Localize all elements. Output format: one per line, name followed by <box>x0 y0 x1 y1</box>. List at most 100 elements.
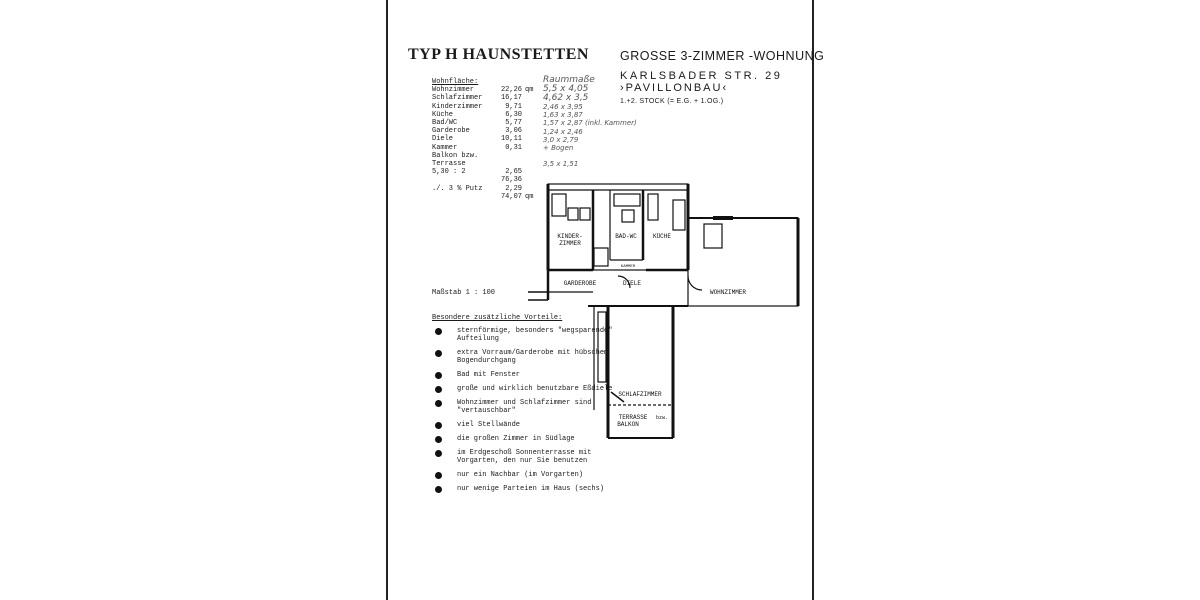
area-row-unit <box>522 119 539 127</box>
advantage-item: große und wirklich benutzbare Eßdiele <box>432 385 632 393</box>
room-label-bad: BAD-WC <box>615 233 637 240</box>
area-row: 5,30 : 2 2,65 <box>432 168 539 176</box>
advantages-section: Besondere zusätzliche Vorteile: sternför… <box>432 314 632 499</box>
advantage-text: viel Stellwände <box>457 421 521 429</box>
bullet-icon <box>435 328 442 335</box>
area-row-unit <box>522 152 539 160</box>
address-street: KARLSBADER STR. 29 <box>620 70 783 82</box>
advantage-text: extra Vorraum/Garderobe mit hübschem Bog… <box>457 349 609 365</box>
advantages-heading: Besondere zusätzliche Vorteile: <box>432 314 563 322</box>
area-row-name: Kammer <box>432 143 458 152</box>
advantage-item: nur ein Nachbar (im Vorgarten) <box>432 471 632 479</box>
area-row: Terrasse <box>432 160 539 168</box>
document-title: TYP H HAUNSTETTEN <box>408 46 589 63</box>
area-row-unit <box>522 168 539 176</box>
area-row: Schlafzimmer 16,17 <box>432 94 539 102</box>
advantage-item: Wohnzimmer und Schlafzimmer sind "vertau… <box>432 399 632 415</box>
area-row-unit <box>522 160 539 168</box>
area-row-name: Diele <box>432 135 454 144</box>
advantage-text: nur ein Nachbar (im Vorgarten) <box>457 471 584 479</box>
room-label-schlafzimmer: SCHLAFZIMMER <box>618 391 662 398</box>
advantage-text: die großen Zimmer in Südlage <box>457 435 575 443</box>
area-row: Kinderzimmer 9,71 <box>432 103 539 111</box>
area-row-value: 9,71 <box>505 102 522 111</box>
handwritten-line: 4,62 x 3,5 <box>543 93 589 103</box>
area-row-name: Küche <box>432 110 454 119</box>
advantage-text: Bad mit Fenster <box>457 371 521 379</box>
handwritten-heading: Raummaße <box>543 75 595 85</box>
advantage-text: im Erdgeschoß Sonnenterrasse mit Vorgart… <box>457 449 592 465</box>
area-row-name: Wohnzimmer <box>432 86 475 95</box>
address-block: KARLSBADER STR. 29 ›PAVILLONBAU‹ 1.+2. S… <box>620 70 782 108</box>
bullet-icon <box>435 436 442 443</box>
handwritten-line: 1,63 x 3,87 <box>543 111 583 120</box>
area-row-value: 3,06 <box>505 127 522 136</box>
room-label-kammer: KAMMER <box>621 265 636 269</box>
advantage-item: extra Vorraum/Garderobe mit hübschem Bog… <box>432 349 632 365</box>
area-row-unit <box>522 127 539 135</box>
area-row-name: 5,30 : 2 <box>432 168 466 177</box>
room-label-wohnzimmer: WOHNZIMMER <box>710 289 746 296</box>
area-row-unit <box>522 144 539 152</box>
advantage-item: sternförmige, besonders "wegsparende" Au… <box>432 327 632 343</box>
area-row-value <box>494 160 522 168</box>
handwritten-line: 3,5 x 1,51 <box>543 160 579 169</box>
area-row-value <box>494 152 522 160</box>
bullet-icon <box>435 372 442 379</box>
advantage-item: im Erdgeschoß Sonnenterrasse mit Vorgart… <box>432 449 632 465</box>
area-row-unit <box>522 94 539 102</box>
area-row: Balkon bzw. <box>432 152 539 160</box>
area-row-name: Bad/WC <box>432 119 458 128</box>
document-subtitle: GROSSE 3-ZIMMER -WOHNUNG <box>620 49 825 63</box>
area-row-value: 2,65 <box>505 168 522 177</box>
area-row-unit <box>522 111 539 119</box>
area-row-name: Terrasse <box>432 160 466 169</box>
room-label-diele: DIELE <box>623 280 641 287</box>
area-row-name <box>432 176 494 184</box>
area-heading: Wohnfläche: <box>432 78 479 86</box>
address-floor: 1.+2. STOCK (= E.G. + 1.OG.) <box>620 98 724 105</box>
advantage-item: Bad mit Fenster <box>432 371 632 379</box>
area-row-unit: qm <box>525 192 534 201</box>
area-row-unit: qm <box>525 86 534 95</box>
bullet-icon <box>435 350 442 357</box>
area-row-value: 22,26 <box>500 86 522 95</box>
room-label-kinderzimmer: KINDER-ZIMMER <box>557 233 582 247</box>
handwritten-line: 5,5 x 4,05 <box>543 84 589 94</box>
area-row-value: 0,31 <box>505 143 522 152</box>
area-row-name: Balkon bzw. <box>432 151 479 160</box>
area-row-unit <box>522 135 539 143</box>
advantage-item: die großen Zimmer in Südlage <box>432 435 632 443</box>
bullet-icon <box>435 472 442 479</box>
bullet-icon <box>435 486 442 493</box>
area-row-unit <box>522 103 539 111</box>
bullet-icon <box>435 450 442 457</box>
room-labels: KINDER-ZIMMER BAD-WC KÜCHE KAMMER GARDER… <box>557 233 746 428</box>
area-row-name: Schlafzimmer <box>432 94 483 103</box>
area-row: Kammer 0,31 <box>432 144 539 152</box>
area-row-value: 2,29 <box>505 184 522 193</box>
area-row-value: 76,36 <box>500 176 522 185</box>
area-row-value: 74,07 <box>500 192 522 201</box>
area-row: 76,36 <box>432 176 539 184</box>
handwritten-line <box>543 152 637 160</box>
bullet-icon <box>435 400 442 407</box>
scale-note: Maßstab 1 : 100 <box>432 289 496 297</box>
room-label-kueche: KÜCHE <box>653 233 671 240</box>
advantage-item: viel Stellwände <box>432 421 632 429</box>
handwritten-line: 3,0 x 2,79 <box>543 135 579 144</box>
handwritten-line: + Bogen <box>543 144 574 153</box>
area-row-value: 10,11 <box>500 135 522 144</box>
area-row: Diele 10,11 <box>432 135 539 143</box>
area-row-name: Kinderzimmer <box>432 102 483 111</box>
plan-upper-block <box>547 183 689 271</box>
handwritten-line: 1,24 x 2,46 <box>543 127 583 136</box>
area-row-value: 16,17 <box>500 94 522 103</box>
room-label-bzw: bzw. <box>656 415 668 421</box>
